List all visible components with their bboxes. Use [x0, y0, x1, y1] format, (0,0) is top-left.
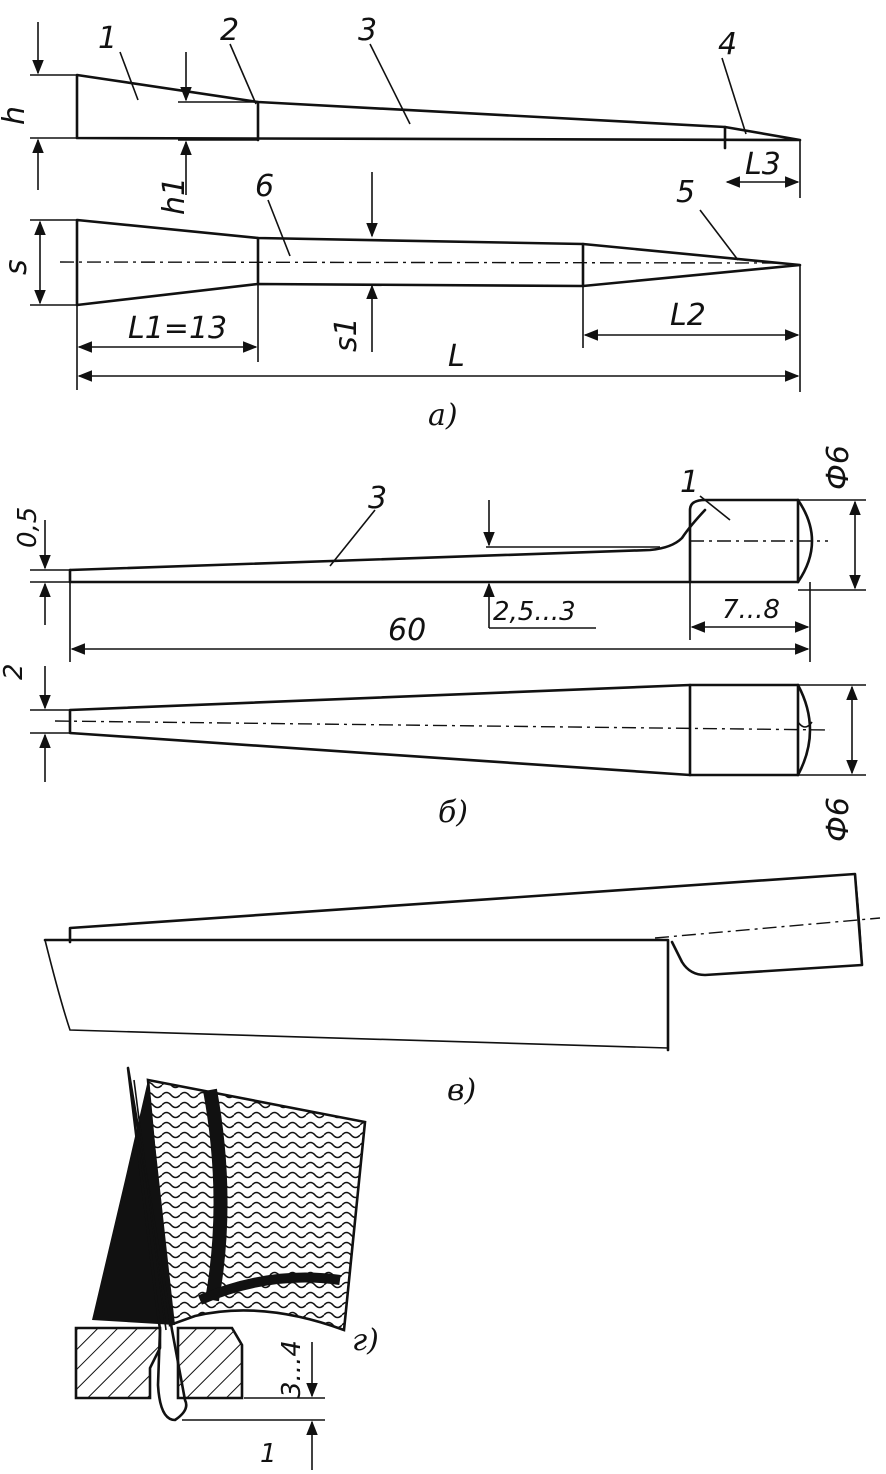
dim-step-height: 2,5...3: [483, 500, 596, 629]
figure-g-caption: г): [352, 1323, 379, 1358]
dim-diameter-bottom: Ф6: [798, 684, 866, 842]
dim-l-label: L: [448, 339, 465, 374]
dim-length-label: 60: [388, 613, 426, 648]
dim-l: L: [77, 339, 800, 382]
blade-in-handle: [43, 872, 881, 1052]
dim-diameter-top-label: Ф6: [821, 445, 856, 490]
dim-h: h: [0, 22, 44, 190]
dim-depth: 3...4 1: [182, 1340, 325, 1470]
dim-s-label: s: [0, 259, 34, 275]
dim-l2-label: L2: [670, 298, 706, 333]
dim-l1-label: L1=13: [128, 311, 227, 346]
dim-l3: L3: [725, 140, 801, 198]
figure-g: 3...4 1 г): [74, 1066, 379, 1470]
blade-side-view: [30, 73, 802, 150]
dim-tip-thickness-label: 0,5: [13, 507, 43, 548]
dim-tip-width-label: 2: [0, 663, 29, 680]
dim-head-length: 7...8: [689, 582, 810, 640]
part-label-2: 2: [220, 13, 239, 48]
figure-v: в): [43, 872, 881, 1108]
dim-h1-label: h1: [157, 177, 192, 215]
dim-step-height-label: 2,5...3: [493, 597, 576, 627]
figure-v-caption: в): [447, 1073, 476, 1108]
part-label-b3: 3: [368, 481, 387, 516]
figure-b-caption: б): [438, 795, 468, 830]
dim-h1: h1: [157, 52, 192, 215]
dim-bottom-mark: 1: [260, 1439, 277, 1469]
dim-h-label: h: [0, 106, 32, 125]
part-label-6: 6: [255, 169, 274, 204]
dim-diameter-top: Ф6: [798, 445, 866, 591]
figure-a: h h1 L3 s: [0, 13, 802, 433]
dim-l1: L1=13: [76, 284, 259, 390]
figure-b: 0,5 2,5...3 60 7...8 Ф6 1: [0, 445, 866, 842]
dim-head-length-label: 7...8: [722, 595, 780, 625]
awl-in-holder: [126, 1066, 188, 1422]
dim-depth-label: 3...4: [277, 1340, 307, 1398]
part-label-3: 3: [358, 13, 377, 48]
hatched-holder: [74, 1326, 244, 1400]
dim-s1-label: s1: [329, 317, 364, 352]
figure-a-caption: а): [428, 398, 458, 433]
dim-tip-width: 2: [0, 663, 51, 782]
dim-tip-thickness: 0,5: [13, 507, 51, 625]
part-label-4: 4: [718, 27, 737, 62]
awl-side-view: [30, 498, 828, 584]
dim-l2: L2: [582, 265, 801, 392]
part-labels-a: 1 2 3 4 5 6: [98, 13, 747, 261]
dim-s: s: [0, 220, 46, 305]
blade-plan-view: [30, 218, 802, 307]
wood-block: [92, 1078, 367, 1332]
part-label-b1: 1: [680, 465, 699, 500]
dim-diameter-bottom-label: Ф6: [821, 797, 856, 842]
awl-plan-view: [30, 683, 831, 777]
dim-l3-label: L3: [745, 147, 781, 182]
part-label-5: 5: [676, 175, 695, 210]
part-label-1: 1: [98, 21, 117, 56]
dim-length: 60: [69, 582, 811, 662]
dim-s1: s1: [329, 172, 378, 352]
